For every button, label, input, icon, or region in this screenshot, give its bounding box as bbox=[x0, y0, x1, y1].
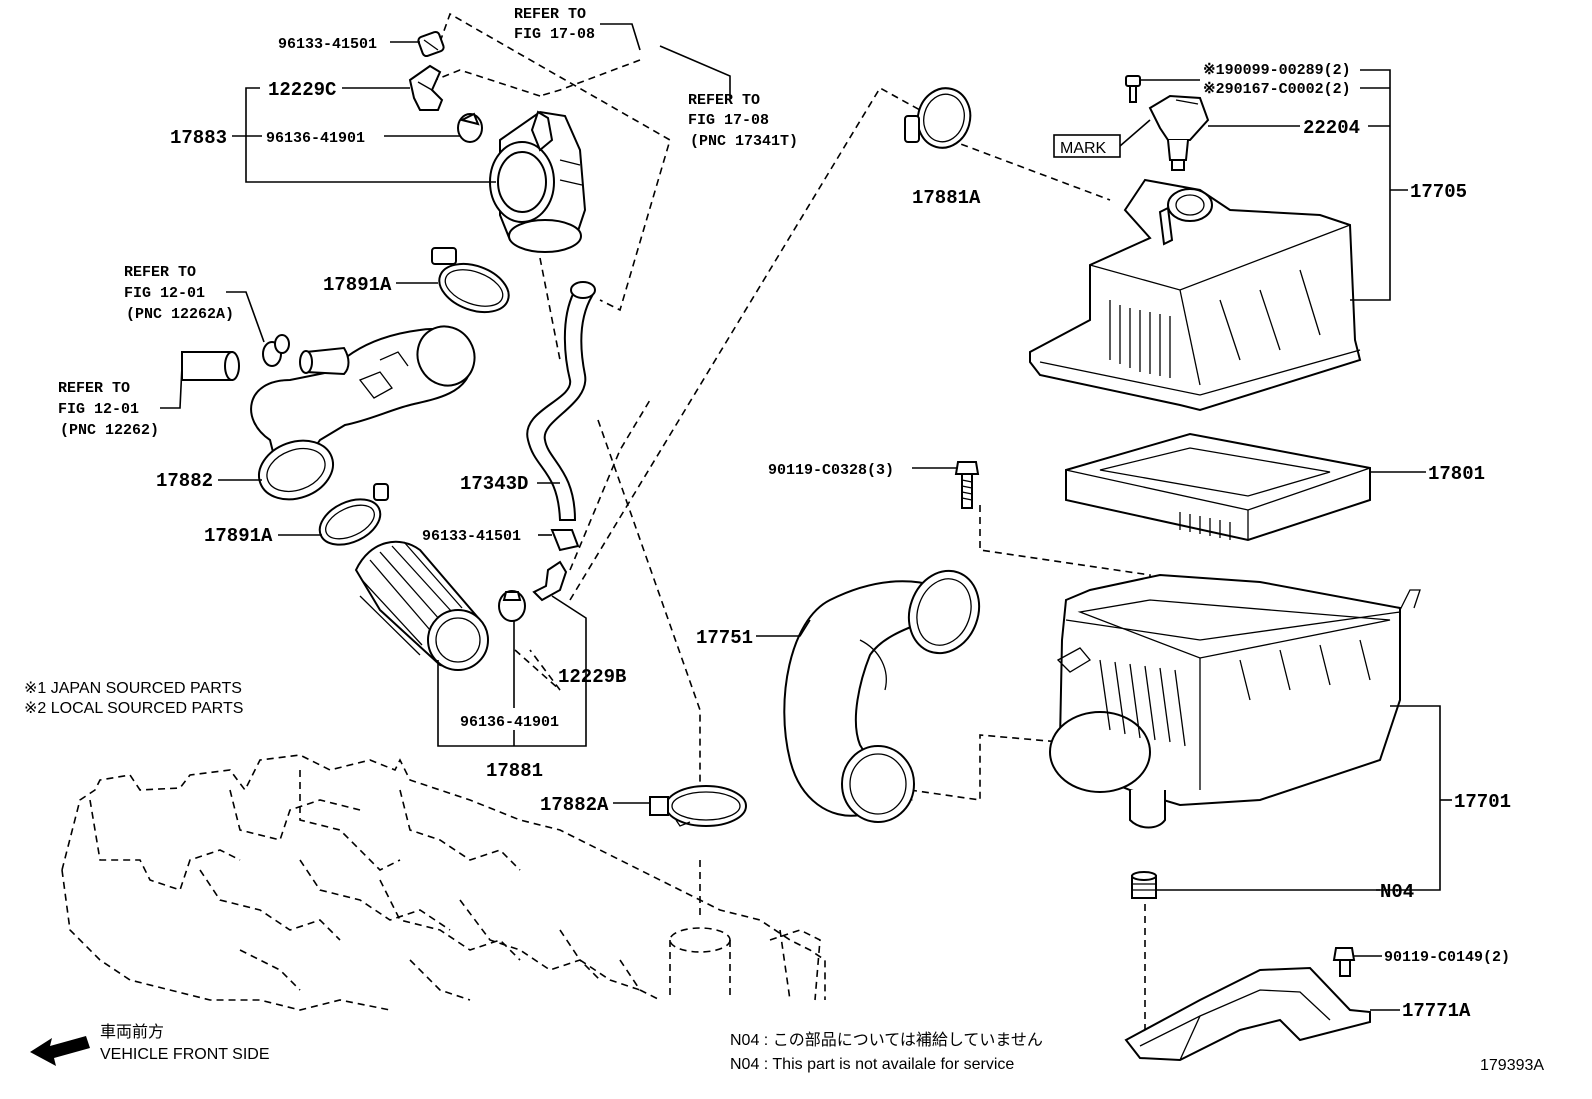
label-12229b: 12229B bbox=[558, 666, 626, 688]
clamp-17882a bbox=[649, 785, 747, 827]
label-refer-1201-b-1: REFER TO bbox=[58, 380, 130, 397]
label-96133-41501-mid: 96133-41501 bbox=[422, 528, 521, 545]
label-17891a-bottom: 17891A bbox=[204, 525, 273, 547]
label-17751: 17751 bbox=[696, 627, 753, 649]
label-refer-1708-b-3: (PNC 17341T) bbox=[690, 133, 798, 150]
note-n04-jp: N04 : この部品については補給していません bbox=[730, 1031, 1043, 1049]
label-17771a: 17771A bbox=[1402, 1000, 1471, 1022]
label-17882: 17882 bbox=[156, 470, 213, 492]
intake-duct-17751 bbox=[783, 569, 981, 823]
label-refer-1201-b-3: (PNC 12262) bbox=[60, 422, 159, 439]
label-90119-c0328: 90119-C0328(3) bbox=[768, 462, 894, 479]
cleaner-cap-17705 bbox=[1029, 178, 1362, 412]
bolt-190099 bbox=[1125, 75, 1141, 103]
label-22204: 22204 bbox=[1303, 117, 1360, 139]
label-17881: 17881 bbox=[486, 760, 543, 782]
label-mark: MARK bbox=[1060, 140, 1107, 157]
label-90119-c0149: 90119-C0149(2) bbox=[1384, 949, 1510, 966]
label-refer-1708-a-1: REFER TO bbox=[514, 6, 586, 23]
figure-id: 179393A bbox=[1480, 1057, 1544, 1074]
label-17882a: 17882A bbox=[540, 794, 609, 816]
bolt-90119-c0328 bbox=[954, 461, 980, 509]
clip-96133-41501-top bbox=[417, 30, 445, 58]
label-12229c: 12229C bbox=[268, 79, 336, 101]
label-refer-1708-a-2: FIG 17-08 bbox=[514, 26, 595, 43]
note-front-jp: 車両前方 bbox=[100, 1023, 164, 1041]
label-refer-1201-a-2: FIG 12-01 bbox=[124, 285, 205, 302]
clamp-17881a bbox=[904, 87, 972, 149]
note-japan-sourced: ※1 JAPAN SOURCED PARTS bbox=[24, 680, 242, 697]
label-refer-1201-a-3: (PNC 12262A) bbox=[126, 306, 234, 323]
front-arrow-icon bbox=[30, 1036, 90, 1066]
note-front-en: VEHICLE FRONT SIDE bbox=[100, 1046, 270, 1063]
label-290167: ※290167-C0002(2) bbox=[1203, 81, 1351, 98]
hose-17343d bbox=[526, 281, 596, 521]
label-96136-41901-bottom: 96136-41901 bbox=[460, 714, 559, 731]
intake-duct-17882 bbox=[250, 325, 476, 501]
label-96136-41901-top: 96136-41901 bbox=[266, 130, 365, 147]
bellows-hose-17881 bbox=[354, 540, 489, 671]
pipe-ref-12262 bbox=[181, 351, 240, 381]
clip-96133-41501-mid bbox=[550, 529, 580, 552]
label-17801: 17801 bbox=[1428, 463, 1485, 485]
connector-12229b bbox=[532, 560, 568, 602]
label-17701: 17701 bbox=[1454, 791, 1511, 813]
grommet-n04 bbox=[1131, 871, 1157, 899]
bracket-17771a bbox=[1124, 966, 1371, 1062]
sensor-22204 bbox=[1148, 94, 1210, 171]
air-filter-17801 bbox=[1065, 432, 1371, 542]
label-17881a: 17881A bbox=[912, 187, 981, 209]
part-labels: 96133-41501 REFER TO FIG 17-08 REFER TO … bbox=[58, 6, 1511, 1022]
clip-ref-12262a bbox=[262, 334, 290, 367]
label-n04: N04 bbox=[1380, 881, 1414, 903]
leader-lines bbox=[160, 23, 1452, 1011]
connector-12229c bbox=[408, 64, 444, 111]
clamp-17891a-top bbox=[431, 247, 510, 314]
label-190099: ※190099-00289(2) bbox=[1203, 62, 1351, 79]
label-17883: 17883 bbox=[170, 127, 227, 149]
label-refer-1708-b-2: FIG 17-08 bbox=[688, 112, 769, 129]
label-refer-1201-b-2: FIG 12-01 bbox=[58, 401, 139, 418]
label-96133-41501-top: 96133-41501 bbox=[278, 36, 377, 53]
cleaner-case-17701 bbox=[1049, 573, 1421, 829]
note-local-sourced: ※2 LOCAL SOURCED PARTS bbox=[24, 700, 243, 717]
label-17343d: 17343D bbox=[460, 473, 528, 495]
clamp-96136-41901-bottom bbox=[498, 590, 526, 622]
label-refer-1201-a-1: REFER TO bbox=[124, 264, 196, 281]
engine-outline bbox=[61, 754, 826, 1011]
label-refer-1708-b-1: REFER TO bbox=[688, 92, 760, 109]
bolt-90119-c0149 bbox=[1332, 947, 1356, 977]
clamp-17891a-bottom bbox=[318, 483, 389, 546]
note-n04-en: N04 : This part is not availale for serv… bbox=[730, 1056, 1014, 1073]
label-17891a-top: 17891A bbox=[323, 274, 392, 296]
clamp-96136-41901-top bbox=[457, 112, 483, 143]
notes: ※1 JAPAN SOURCED PARTS ※2 LOCAL SOURCED … bbox=[24, 680, 1544, 1074]
throttle-body-17883 bbox=[489, 110, 587, 253]
label-17705: 17705 bbox=[1410, 181, 1467, 203]
